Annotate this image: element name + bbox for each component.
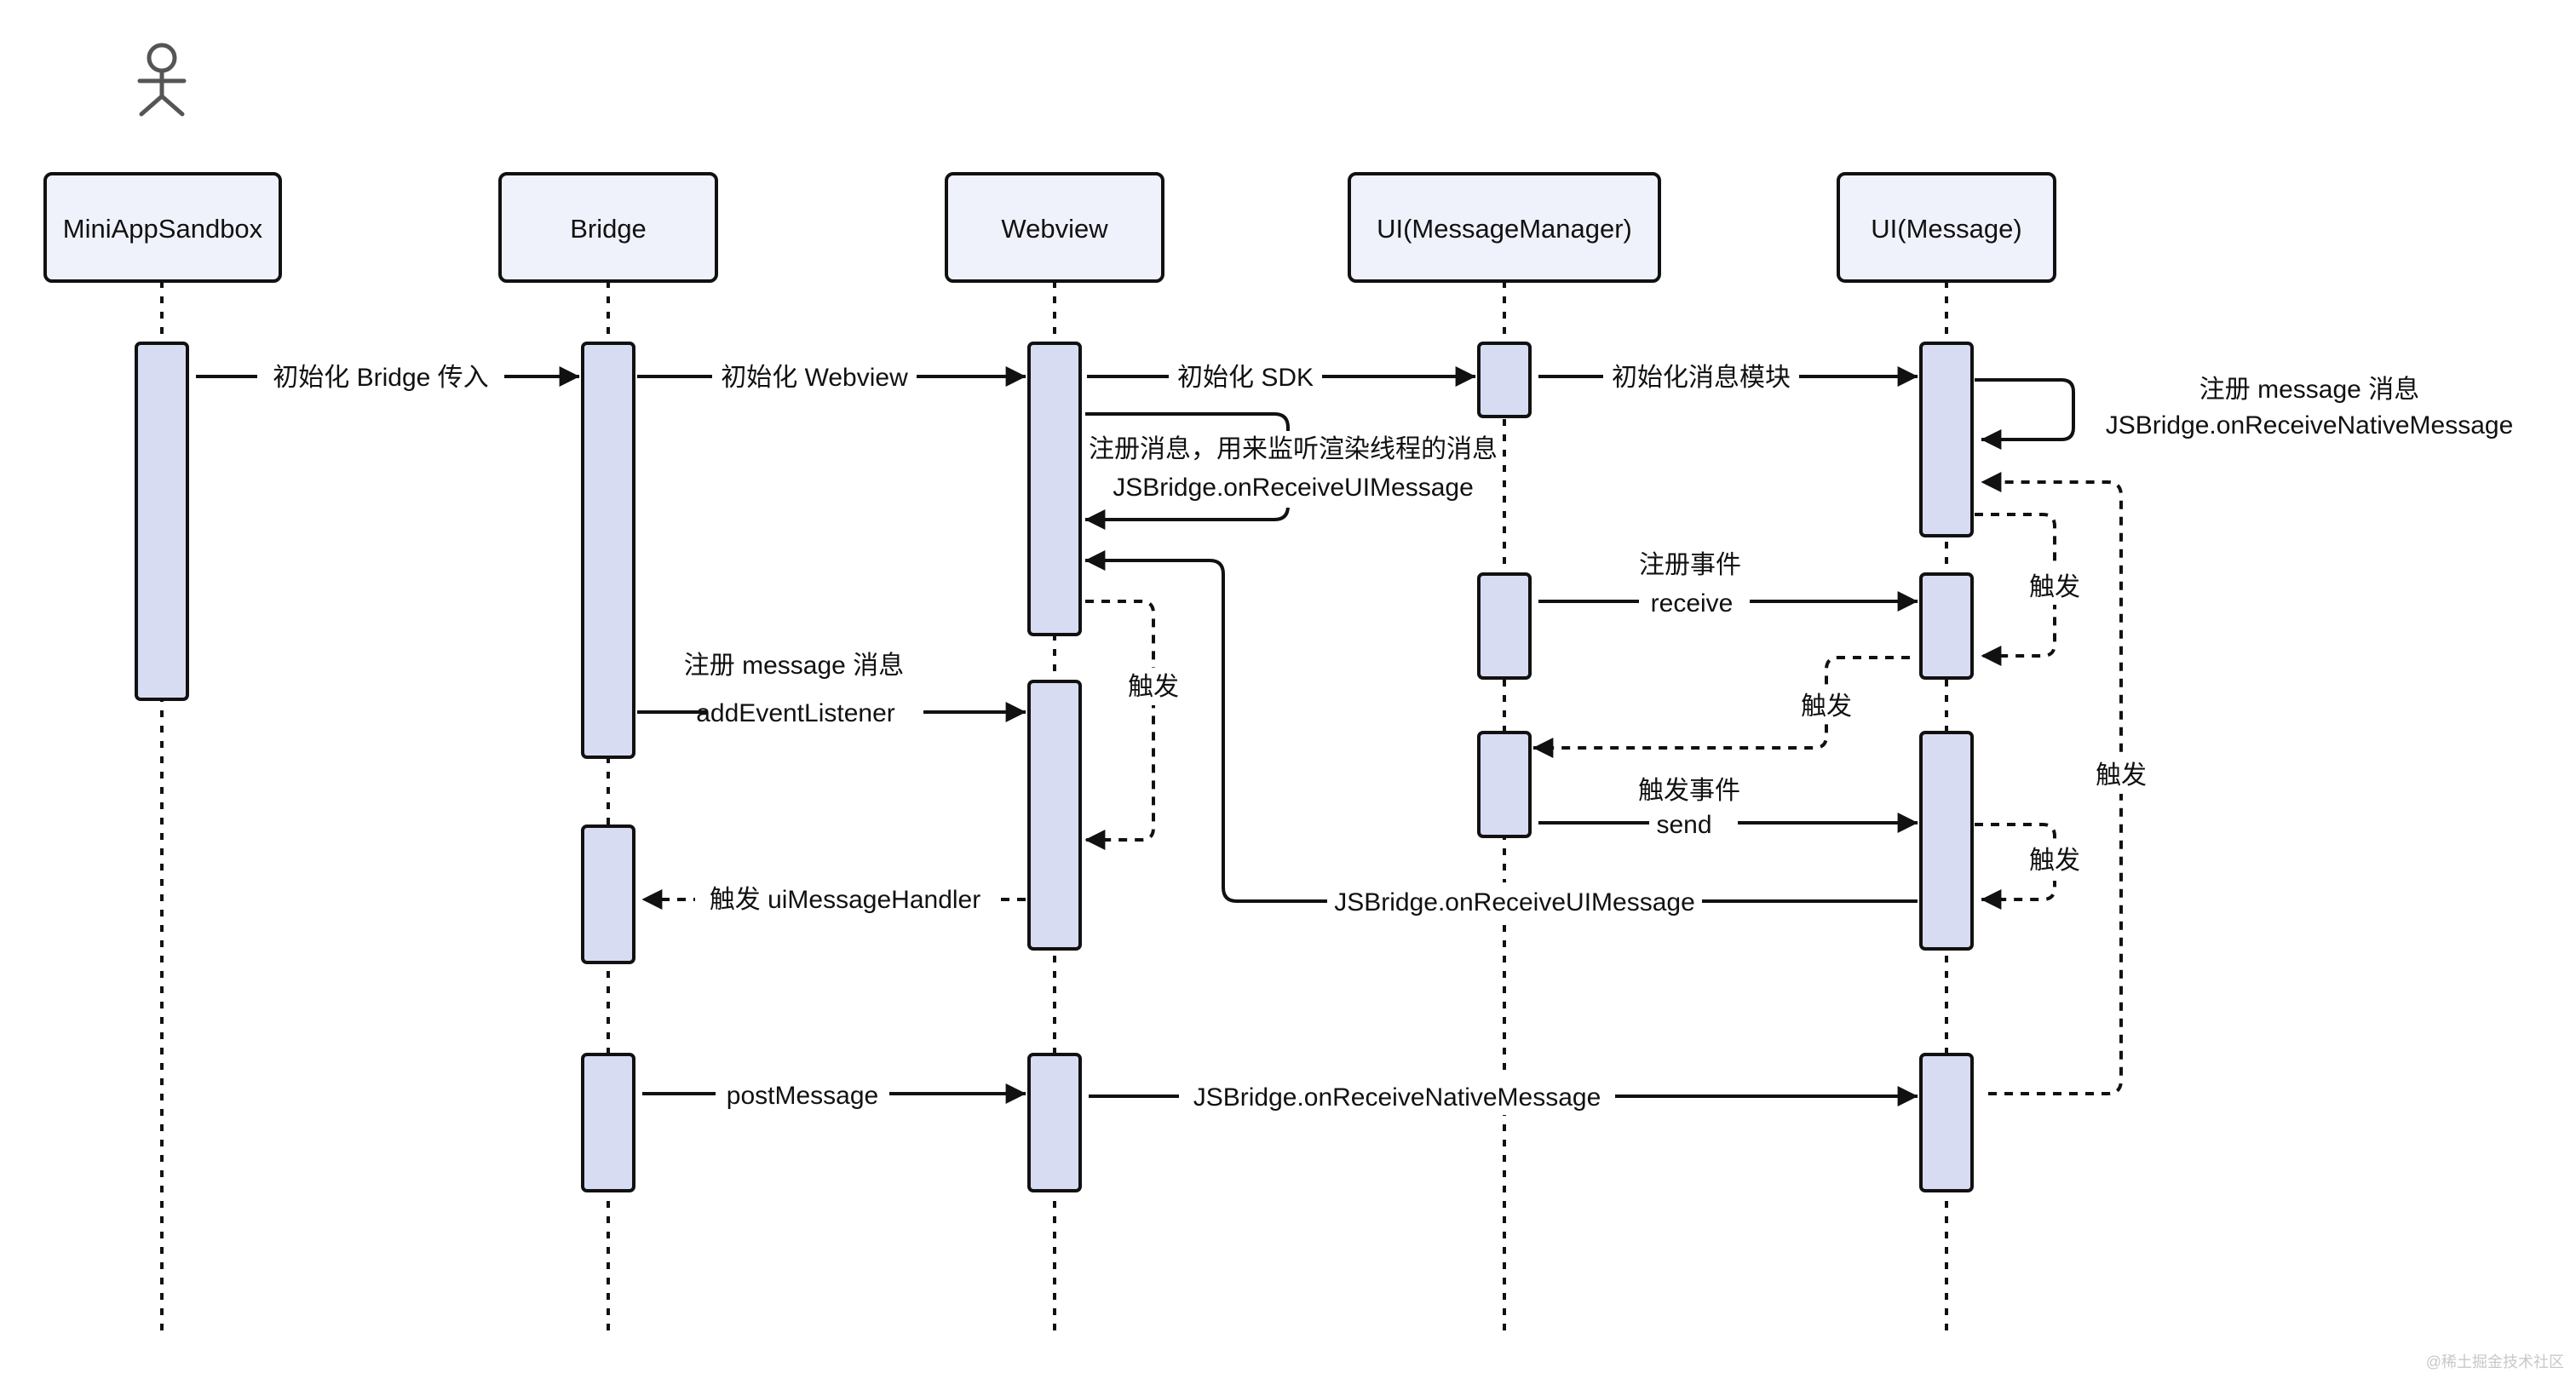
message-label: 初始化消息模块 [1612, 364, 1791, 392]
message-trigger-receive: 触发 [1532, 656, 1910, 758]
message-post-message: postMessage [642, 1075, 1026, 1112]
activation-manager-2 [1477, 572, 1532, 680]
message-label: 注册事件 [1639, 551, 1741, 579]
message-label: 触发事件 [1638, 777, 1740, 805]
activation-message-4 [1919, 1053, 1974, 1192]
participant-label: UI(Message) [1871, 214, 2021, 244]
watermark: @稀土掘金技术社区 [2426, 1353, 2564, 1370]
participant-bridge: Bridge [498, 172, 718, 283]
activation-webview-2 [1027, 680, 1082, 951]
message-label: 注册消息，用来监听渲染线程的消息 [1089, 435, 1498, 463]
message-trigger-long: 触发 [1981, 471, 2150, 1095]
message-label: 初始化 Bridge 传入 [273, 364, 488, 392]
message-trigger-send: 触发事件 send [1538, 777, 1918, 842]
message-label: JSBridge.onReceiveNativeMessage [1193, 1083, 1601, 1112]
activation-bridge-3 [581, 1053, 635, 1192]
message-label: JSBridge.onReceiveUIMessage [1113, 474, 1474, 502]
message-trigger-self-1: 触发 [1975, 513, 2084, 666]
participant-sandbox: MiniAppSandbox [43, 172, 282, 283]
message-init-sdk: 初始化 SDK [1087, 358, 1476, 395]
message-on-receive-ui: JSBridge.onReceiveUIMessage [1084, 549, 1918, 920]
activation-bridge-2 [581, 825, 635, 964]
message-label: 触发 [1128, 673, 1179, 701]
message-label: 注册 message 消息 [684, 652, 904, 680]
message-label: 触发 [2029, 847, 2080, 875]
message-label: receive [1651, 589, 1734, 618]
activation-message-3 [1919, 731, 1974, 951]
message-label: 触发 [2029, 573, 2080, 601]
activation-message-1 [1919, 342, 1974, 537]
message-trigger-handler: 触发 uiMessageHandler [641, 881, 1026, 918]
message-register-native: 注册 message 消息 JSBridge.onReceiveNativeMe… [1975, 376, 2514, 450]
message-init-msg-module: 初始化消息模块 [1538, 358, 1918, 395]
message-trigger-self-2: 触发 [1975, 823, 2084, 910]
message-label: send [1656, 811, 1711, 839]
message-on-receive-native: JSBridge.onReceiveNativeMessage [1089, 1077, 1918, 1115]
actor-icon [137, 43, 187, 117]
message-register-event: 注册事件 receive [1538, 551, 1918, 620]
activation-sandbox [135, 342, 189, 701]
participant-label: Bridge [570, 214, 647, 244]
activation-manager-3 [1477, 731, 1532, 838]
participant-manager: UI(MessageManager) [1348, 172, 1661, 283]
participant-label: UI(MessageManager) [1377, 214, 1632, 244]
participant-label: MiniAppSandbox [63, 214, 263, 244]
activation-webview-1 [1027, 342, 1082, 636]
message-label: 触发 uiMessageHandler [710, 886, 980, 914]
message-trigger-webview: 触发 [1084, 600, 1182, 850]
message-add-event-listener: 注册 message 消息 addEventListener [637, 652, 1026, 731]
message-label: 注册 message 消息 [2199, 376, 2419, 404]
participant-label: Webview [1001, 214, 1108, 244]
message-label: 触发 [2096, 761, 2147, 790]
message-label: JSBridge.onReceiveNativeMessage [2106, 411, 2514, 440]
activation-bridge-1 [581, 342, 635, 759]
message-init-bridge: 初始化 Bridge 传入 [196, 358, 580, 395]
message-init-webview: 初始化 Webview [637, 358, 1026, 395]
message-label: addEventListener [696, 699, 895, 727]
activation-manager-1 [1477, 342, 1532, 418]
message-label: 触发 [1801, 692, 1852, 721]
participant-webview: Webview [945, 172, 1164, 283]
participant-message: UI(Message) [1837, 172, 2056, 283]
message-label: JSBridge.onReceiveUIMessage [1334, 888, 1695, 916]
message-register-ui: 注册消息，用来监听渲染线程的消息 JSBridge.onReceiveUIMes… [1084, 412, 1499, 530]
activation-message-2 [1919, 572, 1974, 680]
message-label: postMessage [727, 1082, 878, 1110]
activation-webview-3 [1027, 1053, 1082, 1192]
message-label: 初始化 SDK [1177, 364, 1314, 392]
message-label: 初始化 Webview [721, 364, 908, 392]
